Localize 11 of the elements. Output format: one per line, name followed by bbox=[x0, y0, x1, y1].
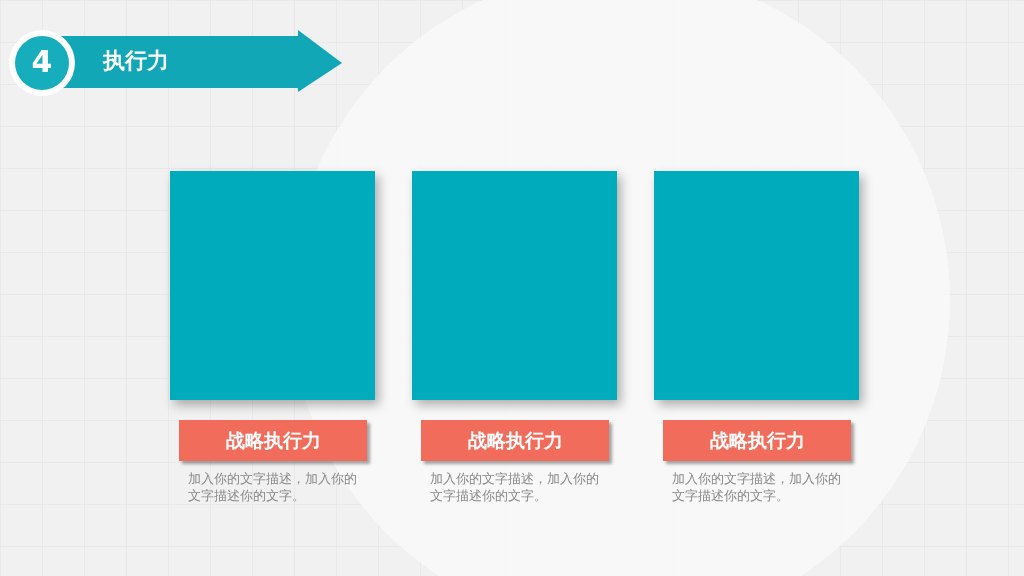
image-placeholder bbox=[412, 171, 617, 400]
title-bar: 战略执行力 bbox=[421, 420, 609, 461]
title-bar: 战略执行力 bbox=[663, 420, 851, 461]
image-placeholder bbox=[170, 171, 375, 400]
description-text: 加入你的文字描述，加入你的文字描述你的文字。 bbox=[188, 470, 358, 504]
title-bar: 战略执行力 bbox=[179, 420, 367, 461]
image-placeholder bbox=[654, 171, 859, 400]
section-number: 4 bbox=[30, 43, 54, 81]
slide-title: 执行力 bbox=[103, 47, 169, 75]
description-text: 加入你的文字描述，加入你的文字描述你的文字。 bbox=[672, 470, 842, 504]
description-text: 加入你的文字描述，加入你的文字描述你的文字。 bbox=[430, 470, 600, 504]
